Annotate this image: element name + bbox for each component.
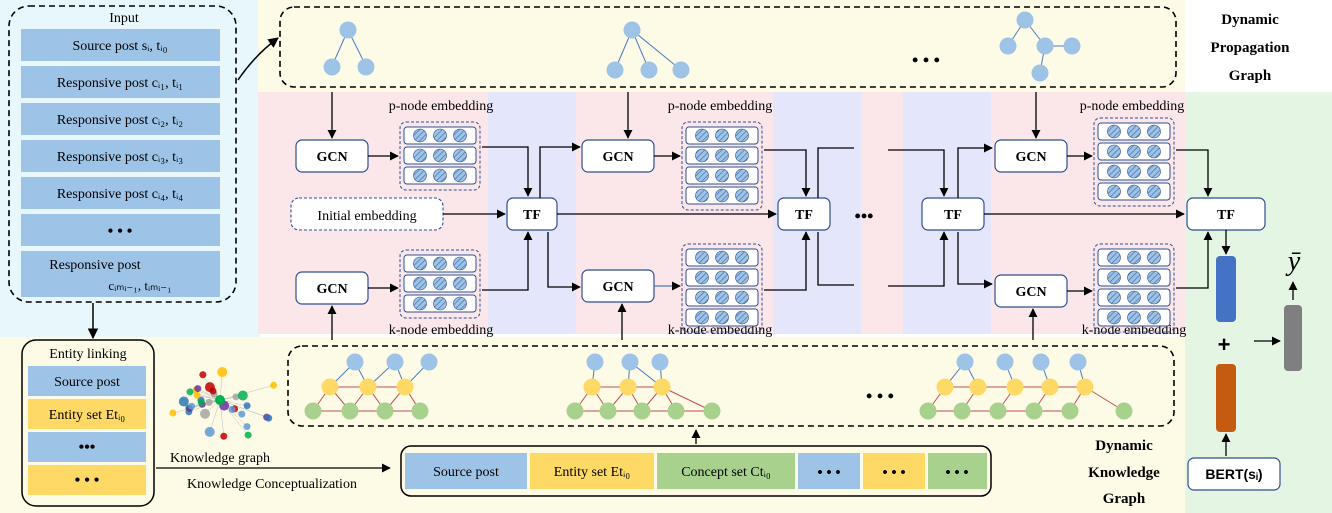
knowledge-ellipsis: • • •	[866, 386, 894, 406]
propagation-tree-1	[323, 21, 375, 76]
entity-linking-title: Entity linking	[49, 347, 126, 362]
initial-embedding-label: Initial embedding	[317, 209, 416, 224]
propagation-tree-3	[999, 11, 1081, 82]
knowledge-title-line1: Dynamic	[1095, 438, 1153, 454]
entity-row-source: Source post	[54, 375, 120, 390]
input-rows: Source post sᵢ, tᵢ₀ Responsive post cᵢ₁,…	[21, 29, 220, 297]
concept-cell-entity: Entity set Etᵢ₀	[554, 465, 631, 480]
input-row-source: Source post sᵢ, tᵢ₀	[72, 39, 167, 54]
propagation-title-line2: Propagation	[1211, 40, 1291, 56]
tf-label-final: TF	[1217, 208, 1235, 223]
p-node-label-2: p-node embedding	[668, 99, 773, 114]
knowledge-graph-box	[287, 345, 1175, 427]
output-panel-bg	[1185, 92, 1332, 513]
input-title: Input	[109, 11, 139, 26]
entity-linking-box	[21, 339, 155, 507]
entity-rows: Source post Entity set Etᵢ₀ ••• • • •	[28, 366, 146, 495]
input-row-last-line1: Responsive post	[49, 258, 141, 273]
kg-label-line2: Knowledge Conceptualization	[187, 477, 357, 492]
entity-row-ellipsis-1: •••	[79, 439, 96, 456]
embedding-matrix	[681, 243, 763, 333]
embedding-matrices	[399, 117, 1175, 333]
embedding-matrix	[681, 121, 763, 211]
tf-label-3: TF	[944, 208, 962, 223]
gcn-label-k3: GCN	[1015, 285, 1046, 300]
concept-cell-ellipsis-3: • • •	[945, 465, 968, 481]
embedding-matrix	[399, 121, 481, 191]
tf-output-bar	[1216, 256, 1236, 322]
tf-label-2: TF	[795, 208, 813, 223]
knowledge-subgraph	[304, 353, 438, 420]
input-row-3: Responsive post cᵢ₃, tᵢ₃	[57, 150, 183, 165]
knowledge-subgraph	[919, 353, 1133, 420]
concept-cell-concept: Concept set Ctᵢ₀	[681, 465, 771, 480]
knowledge-subgraph	[566, 353, 721, 420]
gcn-label-p1: GCN	[316, 150, 347, 165]
concept-row-cells: Source post Entity set Etᵢ₀ Concept set …	[405, 453, 987, 489]
tf-label-1: TF	[523, 208, 541, 223]
input-row-4: Responsive post cᵢ₄, tᵢ₄	[57, 187, 183, 202]
p-node-label-1: p-node embedding	[389, 99, 494, 114]
input-box	[8, 5, 237, 303]
concept-row-box	[400, 445, 992, 497]
embedding-matrix	[399, 249, 481, 319]
kg-label-line1: Knowledge graph	[170, 451, 270, 466]
knowledge-graph-thumbnail	[169, 367, 278, 440]
input-row-ellipsis: • • •	[108, 223, 133, 240]
k-node-label-3: k-node embedding	[1082, 323, 1187, 338]
input-row-last-line2: cᵢₘᵢ₋₁, tᵢₘᵢ₋₁	[108, 278, 171, 293]
plus-sign: +	[1218, 332, 1231, 357]
entity-row-ellipsis-2: • • •	[75, 472, 100, 489]
propagation-title-line3: Graph	[1229, 68, 1272, 84]
input-row-1: Responsive post cᵢ₁, tᵢ₁	[57, 76, 183, 91]
input-row-2: Responsive post cᵢ₂, tᵢ₂	[57, 113, 183, 128]
p-node-label-3: p-node embedding	[1080, 99, 1185, 114]
bert-output-bar	[1216, 364, 1236, 432]
gnn-arrows	[327, 92, 1213, 340]
k-node-label-1: k-node embedding	[389, 323, 494, 338]
propagation-graph-box	[279, 6, 1177, 88]
mid-ellipsis: •••	[855, 206, 874, 226]
concept-cell-ellipsis-1: • • •	[817, 465, 840, 481]
embedding-matrix	[1093, 117, 1175, 207]
gcn-label-p2: GCN	[602, 150, 633, 165]
tf-boxes	[506, 197, 1266, 231]
concept-cell-ellipsis-2: • • •	[882, 465, 905, 481]
embedding-matrix	[1093, 243, 1175, 333]
propagation-tree-2	[606, 21, 690, 79]
prediction-bar	[1284, 305, 1302, 371]
k-node-label-2: k-node embedding	[668, 323, 773, 338]
input-to-propagation-arrow	[237, 37, 279, 81]
bert-box	[1187, 457, 1281, 491]
knowledge-title-line2: Knowledge	[1088, 465, 1160, 481]
concept-cell-source: Source post	[433, 465, 499, 480]
entity-row-set: Entity set Etᵢ₀	[49, 408, 126, 423]
prediction-label: ȳ	[1285, 246, 1301, 277]
gcn-boxes	[295, 139, 1068, 308]
gcn-label-p3: GCN	[1015, 150, 1046, 165]
propagation-title-line1: Dynamic	[1221, 12, 1279, 28]
knowledge-graphs	[304, 353, 1133, 420]
propagation-ellipsis: • • •	[912, 50, 940, 70]
gcn-label-k2: GCN	[602, 280, 633, 295]
gcn-label-k1: GCN	[316, 282, 347, 297]
bert-label: BERT(sᵢ)	[1205, 466, 1262, 482]
knowledge-title-line3: Graph	[1103, 491, 1146, 507]
